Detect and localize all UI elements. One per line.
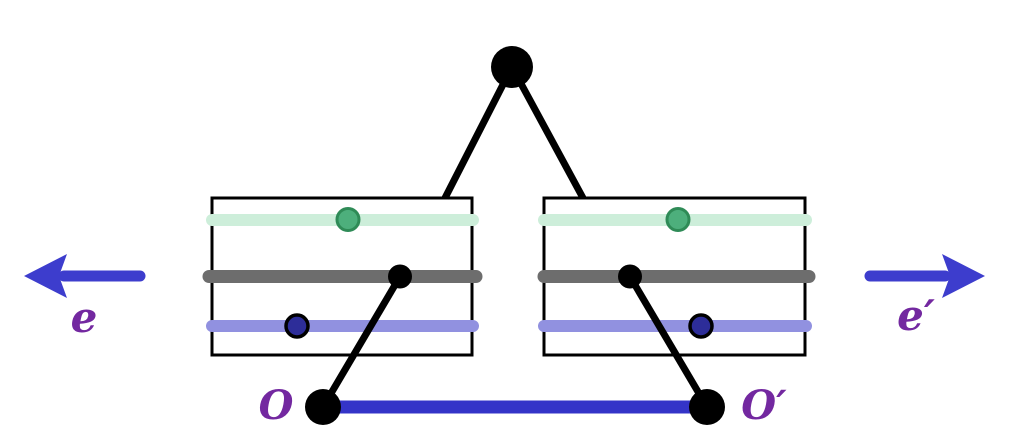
right-navy-dot [688, 313, 714, 339]
point-O-prime-dot [689, 389, 725, 425]
left-arrow-icon [24, 254, 67, 298]
top-left-edge [441, 65, 516, 200]
top-right-edge [508, 65, 587, 200]
right-gray-line-dot [618, 264, 642, 289]
label-O-prime: O′ [741, 382, 787, 429]
label-O: O [259, 382, 294, 429]
right-diagonal-edge [626, 274, 711, 409]
left-arrow [24, 254, 146, 298]
right-arrow [864, 254, 985, 298]
left-green-dot [335, 207, 361, 232]
left-navy-dot [284, 313, 310, 339]
point-O-dot [305, 389, 341, 425]
label-e-prime: e′ [897, 291, 935, 340]
right-green-dot [665, 207, 691, 232]
top-vertex-dot [491, 46, 533, 88]
label-e: e [71, 293, 98, 342]
left-diagonal-edge [319, 274, 404, 409]
left-gray-line-dot [388, 264, 412, 289]
right-arrow-icon [942, 254, 985, 298]
